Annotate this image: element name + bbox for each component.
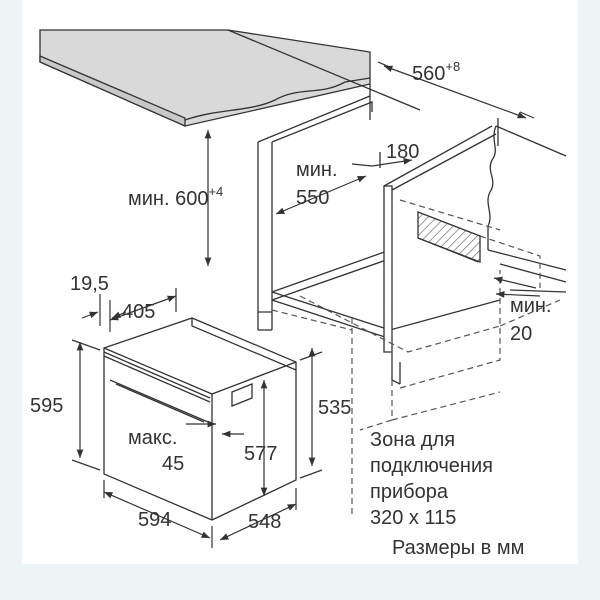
dim-548: 548 — [248, 511, 281, 533]
dim-min-20-value: 20 — [510, 323, 532, 345]
right-margin — [578, 0, 600, 600]
zone-note-line1: Зона для — [370, 429, 455, 451]
dim-max-45-label: макс. — [128, 427, 177, 449]
dim-577: 577 — [244, 443, 277, 465]
dim-max-45-value: 45 — [162, 453, 184, 475]
zone-note-line4: 320 x 115 — [370, 507, 456, 529]
hidden-lines — [271, 199, 561, 516]
zone-note-line3: прибора — [370, 481, 449, 503]
dim-535: 535 — [318, 397, 351, 419]
upper-cabinet — [227, 29, 421, 331]
units-note: Размеры в мм — [392, 537, 524, 559]
dim-560: 560+8 — [412, 59, 460, 85]
bottom-margin — [0, 564, 600, 600]
right-wall — [487, 125, 567, 293]
countertop — [39, 29, 371, 127]
dim-405: 405 — [122, 301, 155, 323]
dim-min-600: мин. 600+4 — [128, 184, 223, 210]
dim-min-550-label: мин. — [296, 159, 338, 181]
dim-19-5: 19,5 — [70, 273, 109, 295]
dim-595: 595 — [30, 395, 63, 417]
oven — [103, 317, 297, 521]
dim-180: 180 — [386, 141, 419, 163]
dim-min-20-label: мин. — [510, 295, 552, 317]
dim-594: 594 — [138, 509, 171, 531]
dimension-lines — [71, 61, 541, 548]
cabinet-body — [271, 118, 501, 385]
dim-min-550-value: 550 — [296, 187, 329, 209]
zone-note-line2: подключения — [370, 455, 493, 477]
left-margin — [0, 0, 22, 600]
connection-zone — [417, 211, 481, 263]
